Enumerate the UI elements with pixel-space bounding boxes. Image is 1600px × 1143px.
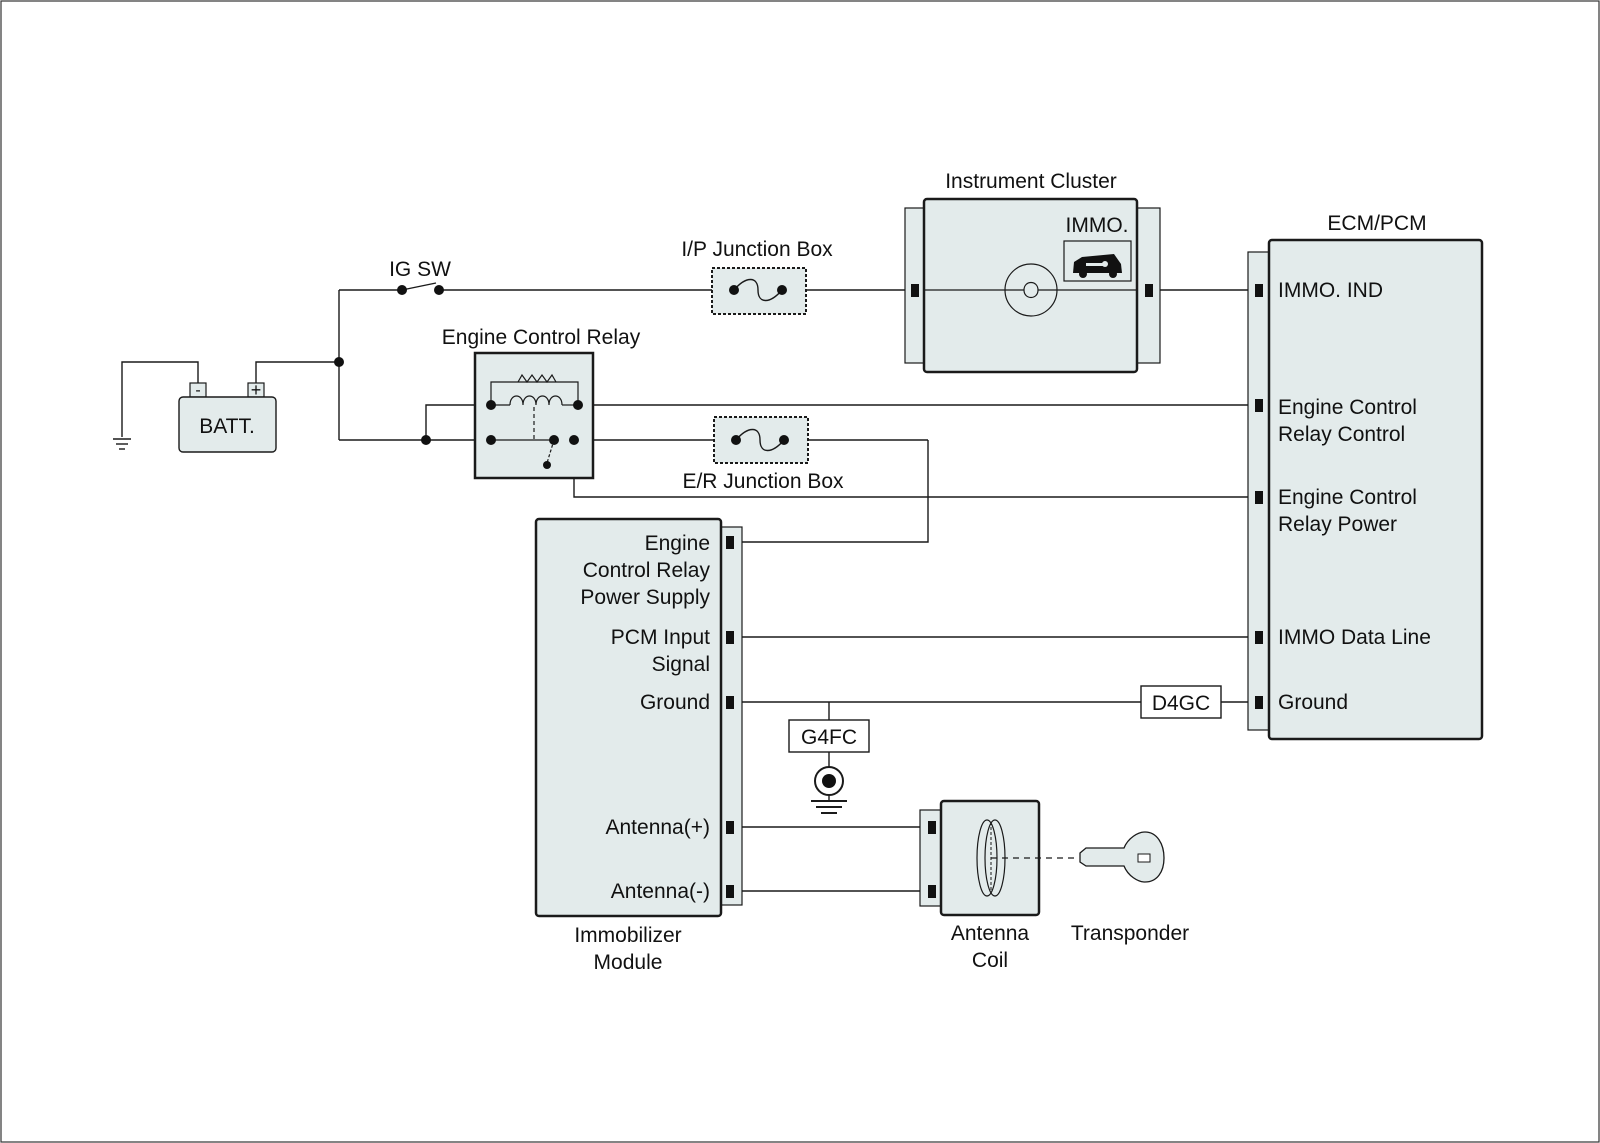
connector-pin	[1145, 284, 1153, 297]
fuse-terminal	[777, 285, 787, 295]
immobilizer-module-label: Module	[594, 951, 663, 974]
fuse-icon	[735, 428, 785, 452]
junction-dot	[334, 357, 344, 367]
connector-pin	[1255, 696, 1263, 709]
pin-label-antenna-plus: Antenna(+)	[606, 816, 711, 839]
pin-label-relay-control: Engine Control	[1278, 396, 1417, 419]
battery-label: BATT.	[199, 415, 255, 438]
ig-switch-label: IG SW	[389, 258, 451, 281]
pin-label-ground: Ground	[640, 691, 710, 714]
ground-d4gc-label: D4GC	[1152, 692, 1210, 715]
battery-minus-sign: -	[195, 382, 200, 399]
connector-pin	[1255, 399, 1263, 412]
connector-pin	[1255, 631, 1263, 644]
relay-terminal	[569, 435, 579, 445]
ground-g4fc-box	[788, 719, 870, 753]
ecm-pcm: ECM/PCM IMMO. IND Engine Control Relay C…	[1247, 212, 1484, 741]
pin-label-relay-supply: Engine	[645, 532, 710, 555]
ip-junction-box: I/P Junction Box	[681, 238, 833, 315]
antenna-coil-label: Coil	[972, 949, 1008, 972]
relay-terminal	[543, 461, 551, 469]
ground-g4fc: G4FC	[788, 719, 870, 814]
ecm-pcm-body	[1267, 238, 1484, 741]
resistor-icon	[517, 373, 557, 384]
connector-pin	[1255, 491, 1263, 504]
connector-pin	[726, 696, 734, 709]
connector-pin	[726, 885, 734, 898]
pin-label-relay-control: Relay Control	[1278, 423, 1405, 446]
instrument-cluster: Instrument Cluster IMMO.	[904, 170, 1161, 374]
ig-switch-contact	[397, 285, 407, 295]
pin-label-relay-supply: Power Supply	[580, 586, 710, 609]
connector-pin	[726, 631, 734, 644]
antenna-coil-label: Antenna	[951, 922, 1030, 945]
ig-switch: IG SW	[389, 258, 451, 295]
connector-pin	[726, 821, 734, 834]
connector-pin	[726, 536, 734, 549]
instrument-cluster-label: Instrument Cluster	[945, 170, 1117, 193]
connector-pin	[928, 821, 936, 834]
key-icon	[1079, 831, 1165, 883]
connector-pin	[928, 885, 936, 898]
relay-terminal	[486, 400, 496, 410]
transponder-label: Transponder	[1071, 922, 1189, 945]
ecm-pcm-label: ECM/PCM	[1327, 212, 1426, 235]
engine-control-relay: Engine Control Relay	[442, 326, 641, 480]
fuse-icon	[733, 278, 783, 302]
relay-terminal	[549, 435, 559, 445]
key-hole	[1137, 853, 1151, 863]
antenna-coil: Antenna Coil	[919, 799, 1078, 972]
connector-pin	[1255, 284, 1263, 297]
pin-label-ground: Ground	[1278, 691, 1348, 714]
ground-d4gc-box	[1140, 685, 1222, 719]
relay-switch-arm	[546, 439, 555, 464]
ground-d4gc: D4GC	[1140, 685, 1222, 719]
ip-junction-box-body	[711, 267, 807, 315]
relay-terminal	[573, 400, 583, 410]
fuse-terminal	[731, 435, 741, 445]
immobilizer-module-label: Immobilizer	[574, 924, 681, 947]
engine-control-relay-label: Engine Control Relay	[442, 326, 641, 349]
pin-label-pcm-input: Signal	[652, 653, 710, 676]
pin-label-relay-supply: Control Relay	[583, 559, 711, 582]
ip-junction-box-label: I/P Junction Box	[681, 238, 833, 261]
pin-label-immo-ind: IMMO. IND	[1278, 279, 1383, 302]
ground-point-center	[822, 774, 836, 788]
pin-label-pcm-input: PCM Input	[611, 626, 710, 649]
immo-indicator-label: IMMO.	[1066, 214, 1129, 237]
fuse-terminal	[729, 285, 739, 295]
pin-label-relay-power: Engine Control	[1278, 486, 1417, 509]
er-junction-box-body	[713, 416, 809, 464]
relay-coil-frame	[490, 381, 579, 405]
battery-body	[178, 396, 277, 453]
battery: - + BATT.	[178, 380, 277, 453]
connector-pin	[911, 284, 919, 297]
transponder: Transponder	[1071, 831, 1189, 945]
relay-coil-icon	[509, 395, 563, 406]
car-key-icon	[1073, 254, 1122, 278]
relay-terminal	[486, 435, 496, 445]
junction-dot	[421, 435, 431, 445]
immobilizer-module-body	[534, 517, 723, 918]
pin-label-antenna-minus: Antenna(-)	[611, 880, 710, 903]
ground-g4fc-label: G4FC	[801, 726, 857, 749]
immobilizer-module: Engine Control Relay Power Supply PCM In…	[534, 517, 743, 974]
fuse-terminal	[779, 435, 789, 445]
er-junction-box: E/R Junction Box	[682, 416, 844, 493]
ig-switch-contact	[434, 285, 444, 295]
pin-label-relay-power: Relay Power	[1278, 513, 1397, 536]
pin-label-immo-data: IMMO Data Line	[1278, 626, 1431, 649]
er-junction-box-label: E/R Junction Box	[682, 470, 844, 493]
battery-plus-sign: +	[251, 380, 262, 400]
